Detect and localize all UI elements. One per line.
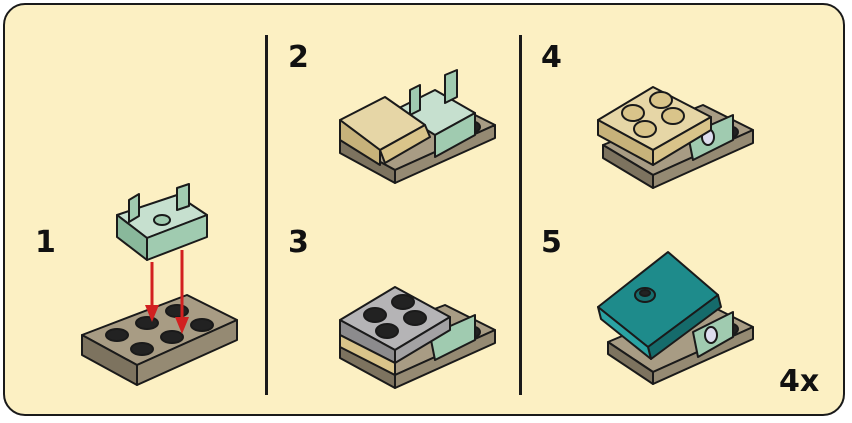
step-5-illustration bbox=[593, 247, 763, 387]
turquoise-tile-stud-icon bbox=[635, 288, 655, 302]
dark-tan-plate-2x3-icon bbox=[82, 295, 237, 385]
instruction-panel: 1 2 3 4 5 4x bbox=[3, 3, 845, 416]
step-number-3: 3 bbox=[288, 228, 309, 258]
step-number-1: 1 bbox=[35, 228, 56, 258]
step-4-illustration bbox=[593, 65, 763, 195]
step-2-illustration bbox=[335, 65, 505, 185]
sand-green-clip-hinge-icon bbox=[117, 184, 207, 260]
step-number-4: 4 bbox=[541, 43, 562, 73]
quantity-multiplier: 4x bbox=[779, 367, 819, 397]
step-number-2: 2 bbox=[288, 43, 309, 73]
divider-right bbox=[519, 35, 522, 395]
step-number-5: 5 bbox=[541, 228, 562, 258]
step-3-illustration bbox=[335, 265, 505, 395]
step-1-illustration bbox=[77, 180, 257, 400]
divider-left bbox=[265, 35, 268, 395]
